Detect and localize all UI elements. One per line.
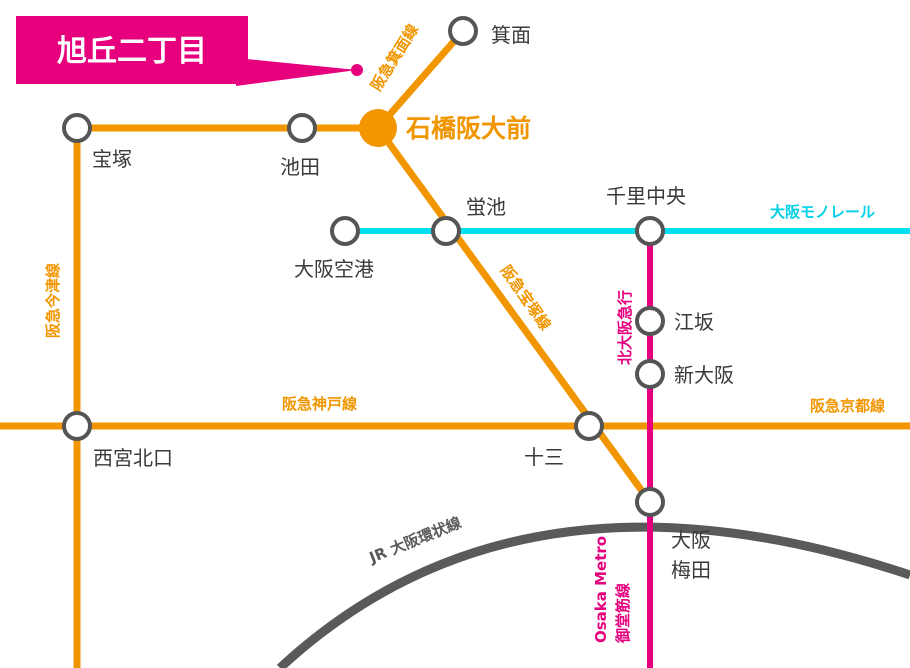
label-kyoto-line: 阪急京都線: [810, 397, 885, 415]
station-ikeda[interactable]: [287, 113, 317, 143]
label-takarazuka: 宝塚: [92, 147, 132, 171]
station-osaka-airport[interactable]: [330, 216, 360, 246]
station-shin-osaka[interactable]: [635, 359, 665, 389]
label-metro-1: Osaka Metro: [592, 536, 610, 643]
station-esaka[interactable]: [635, 306, 665, 336]
label-monorail: 大阪モノレール: [770, 203, 875, 221]
takarazuka-line-south: [375, 125, 653, 505]
label-esaka: 江坂: [674, 310, 714, 334]
station-takarazuka[interactable]: [62, 113, 92, 143]
label-senri-chuo: 千里中央: [606, 184, 686, 208]
station-nishinomiya[interactable]: [62, 411, 92, 441]
station-senri-chuo[interactable]: [635, 216, 665, 246]
station-markers: [62, 16, 665, 517]
label-nishinomiya: 西宮北口: [93, 446, 173, 470]
label-umeda-2: 梅田: [671, 558, 711, 582]
callout-location-dot: [351, 64, 363, 76]
label-osaka-airport: 大阪空港: [294, 257, 374, 281]
label-hotarugaike: 蛍池: [466, 195, 506, 219]
callout-pointer: [236, 58, 357, 86]
station-mino[interactable]: [448, 16, 478, 46]
station-juso[interactable]: [574, 411, 604, 441]
station-ishibashi[interactable]: [359, 109, 397, 147]
label-kobe-line: 阪急神戸線: [282, 395, 357, 413]
label-ikeda: 池田: [280, 155, 320, 179]
station-umeda[interactable]: [635, 487, 665, 517]
label-kitakyu: 北大阪急行: [616, 290, 634, 365]
label-imazu-line: 阪急今津線: [44, 263, 62, 338]
label-mino: 箕面: [491, 23, 531, 47]
jr-loop-line: [276, 522, 910, 668]
label-juso: 十三: [524, 445, 564, 469]
label-umeda-1: 大阪: [671, 528, 711, 552]
label-ishibashi: 石橋阪大前: [405, 114, 531, 143]
mino-line: [375, 28, 466, 131]
callout-box: [16, 16, 248, 84]
label-metro-2: 御堂筋線: [614, 583, 632, 644]
callout-label: 旭丘二丁目: [57, 34, 207, 69]
station-hotarugaike[interactable]: [431, 216, 461, 246]
label-shin-osaka: 新大阪: [674, 363, 734, 387]
